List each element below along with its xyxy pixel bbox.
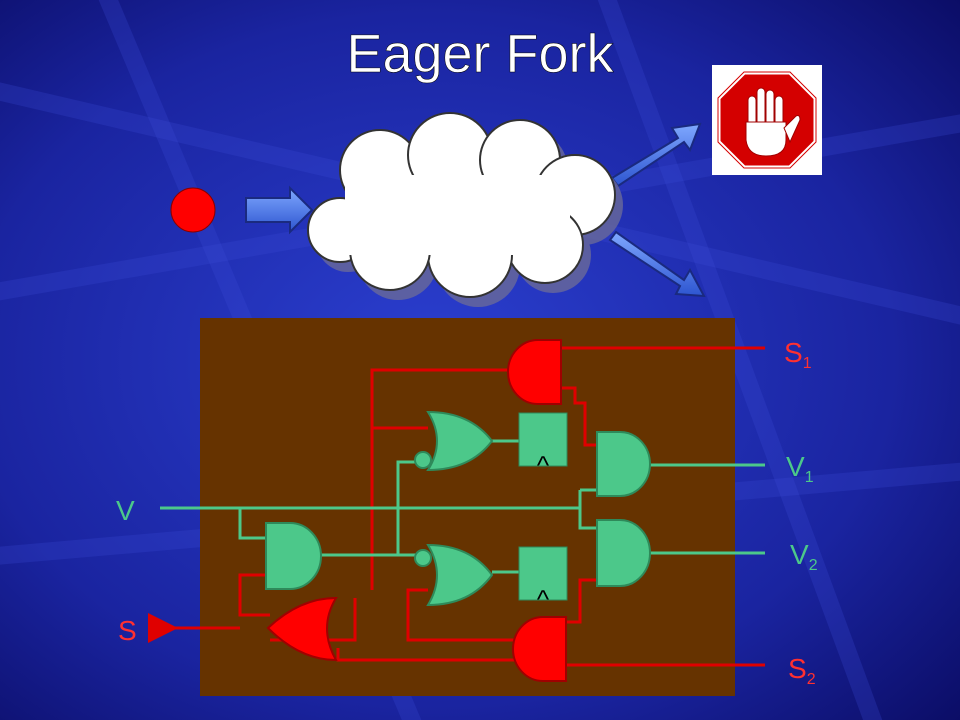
inverter-bubble-bottom	[414, 549, 432, 567]
inverter-bubble-top	[414, 451, 432, 469]
and-gate-v1	[596, 431, 651, 497]
label-s2: S2	[788, 653, 816, 688]
input-arrow-icon	[245, 185, 314, 235]
label-v: V	[116, 495, 135, 526]
or-gate-s	[266, 596, 338, 662]
or-gate-top	[414, 410, 494, 472]
label-v2: V2	[790, 539, 818, 574]
cloud-icon	[307, 112, 623, 307]
and-gate-v2	[596, 519, 651, 587]
and-gate-left	[265, 522, 322, 590]
and-gate-s1	[507, 339, 562, 405]
label-v1: V1	[786, 451, 814, 486]
label-s1: S1	[784, 337, 812, 372]
output-arrow-up-icon	[610, 122, 702, 188]
latch-bottom-label: ^	[537, 584, 550, 614]
or-gate-bottom	[414, 543, 494, 607]
latch-bottom: ^	[518, 546, 568, 614]
slide-title: Eager Fork	[346, 24, 614, 84]
and-gate-s2	[512, 616, 567, 682]
output-arrow-down-icon	[608, 230, 706, 298]
token-circle	[170, 187, 216, 233]
label-s: S	[118, 615, 137, 646]
latch-top: ^	[518, 412, 568, 480]
stop-hand-icon	[712, 65, 822, 175]
latch-top-label: ^	[537, 450, 550, 480]
green-wires	[160, 439, 765, 574]
